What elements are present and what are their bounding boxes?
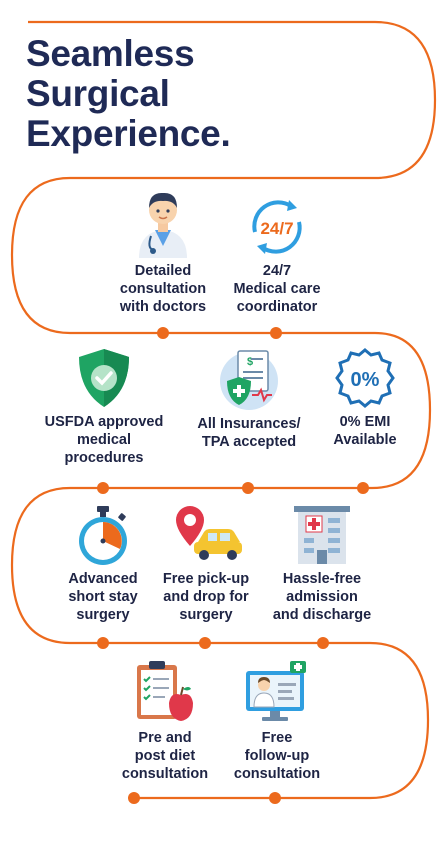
feature-free-pickup-drop: Free pick-up and drop for surgery — [152, 504, 260, 624]
insurance-document-icon: $ — [220, 350, 278, 410]
path-dot — [97, 482, 109, 494]
svg-text:$: $ — [247, 356, 253, 368]
feature-label: All Insurances/ TPA accepted — [197, 416, 301, 450]
page-title: Seamless Surgical Experience. — [26, 33, 231, 154]
path-dot — [157, 327, 169, 339]
stopwatch-icon — [79, 506, 127, 565]
path-dot — [270, 327, 282, 339]
feature-label: Pre and post diet consultation — [121, 730, 209, 782]
path-dot — [97, 637, 109, 649]
feature-label: USFDA approved medical procedures — [44, 414, 164, 466]
path-dot — [357, 482, 369, 494]
path-dot — [269, 792, 281, 804]
svg-text:24/7: 24/7 — [260, 219, 293, 238]
online-doctor-monitor-icon — [246, 661, 306, 721]
feature-diet-consultation: Pre and post diet consultation — [108, 659, 222, 783]
24-7-icon: 24/7 — [252, 200, 302, 254]
feature-label: Advanced short stay surgery — [68, 571, 138, 623]
svg-text:0%: 0% — [351, 369, 380, 391]
hospital-building-icon — [294, 506, 350, 564]
feature-insurance-accepted: $ All Insurances/ TPA accepted — [183, 347, 315, 451]
zero-percent-badge-icon: 0% — [335, 348, 395, 408]
feature-usfda-approved: USFDA approved medical procedures — [33, 347, 175, 467]
path-dot — [128, 792, 140, 804]
path-dot — [317, 637, 329, 649]
feature-short-stay-surgery: Advanced short stay surgery — [48, 504, 158, 624]
feature-follow-up-consultation: Free follow-up consultation — [217, 659, 337, 783]
path-dot — [242, 482, 254, 494]
feature-zero-emi: 0% 0% EMI Available — [313, 347, 417, 449]
taxi-location-icon — [176, 506, 242, 560]
feature-label: 24/7 Medical care coordinator — [233, 263, 321, 315]
feature-label: Free follow-up consultation — [233, 730, 321, 782]
feature-label: 0% EMI Available — [333, 414, 397, 448]
shield-check-icon — [79, 349, 129, 407]
doctor-icon — [139, 192, 187, 258]
feature-label: Hassle-free admission and discharge — [272, 571, 372, 623]
path-dot — [199, 637, 211, 649]
feature-hassle-free-admission: Hassle-free admission and discharge — [262, 504, 382, 624]
feature-label: Free pick-up and drop for surgery — [162, 571, 250, 623]
feature-detailed-consultation: Detailed consultation with doctors — [103, 186, 223, 316]
feature-24-7-care: 24/7 24/7 Medical care coordinator — [217, 196, 337, 316]
diet-clipboard-apple-icon — [137, 661, 193, 721]
feature-label: Detailed consultation with doctors — [119, 263, 207, 315]
